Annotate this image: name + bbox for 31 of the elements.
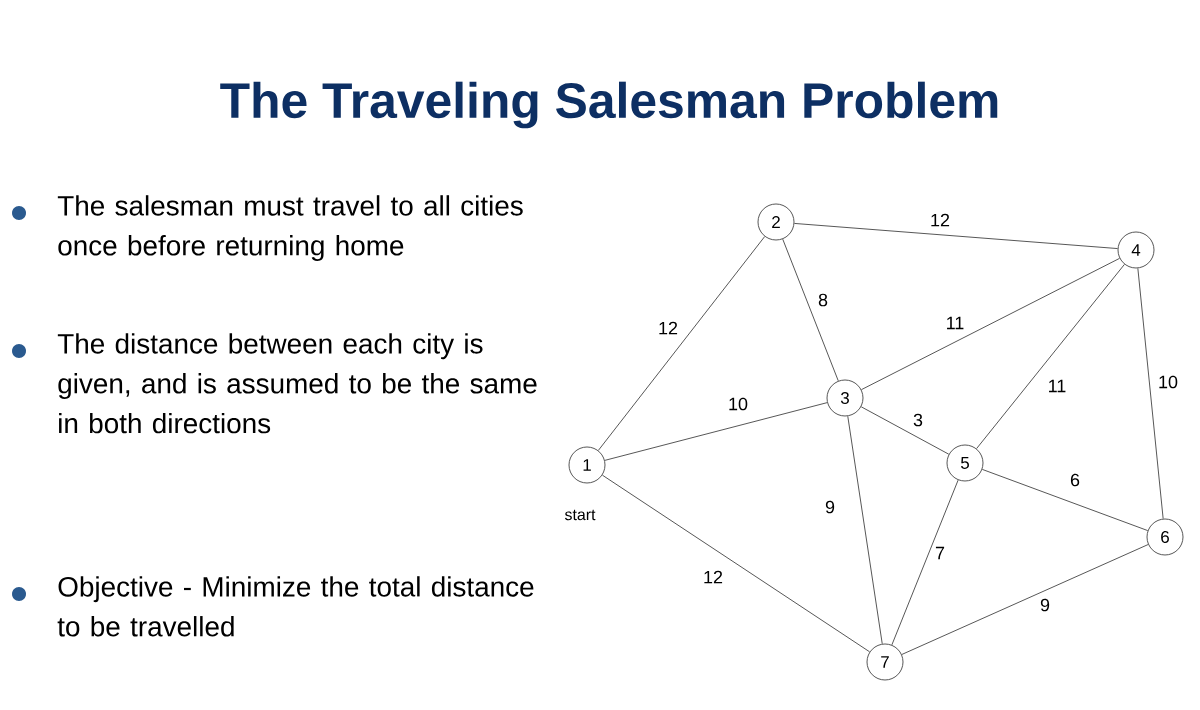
edge-line [793, 223, 1119, 249]
bullet-text: Objective - Minimize the total distance to be travelled [57, 576, 534, 637]
edge-line [847, 415, 883, 645]
edge-label: 11 [1049, 379, 1066, 393]
edge-label: 10 [1159, 375, 1178, 389]
bullet-text: The distance between each city is given, and is assumed to be the same in both directions [57, 333, 537, 434]
edge-line [891, 479, 959, 646]
edge-label: 9 [1040, 598, 1050, 612]
edge-label: 11 [947, 316, 964, 330]
edge-label: 8 [818, 293, 828, 307]
edge-line [597, 236, 766, 451]
node-caption: start [564, 509, 596, 521]
edge-line [1137, 267, 1164, 520]
edge-line [861, 257, 1120, 391]
edge-label: 3 [913, 413, 923, 427]
edge-line [860, 406, 950, 455]
edge-line [601, 474, 871, 653]
edge-line [981, 468, 1149, 532]
edge-label: 10 [729, 397, 748, 411]
bullet-text: The salesman must travel to all cities once before returning home [57, 195, 523, 262]
edge-label: 12 [704, 570, 723, 584]
edge-label: 9 [825, 500, 835, 514]
edge-line [976, 263, 1125, 450]
edge-line [901, 544, 1149, 655]
title: The Traveling Salesman Problem [220, 81, 998, 129]
edge-line [782, 238, 839, 382]
edge-label: 12 [931, 213, 950, 227]
edge-label: 7 [935, 546, 945, 560]
edge-label: 12 [659, 321, 678, 335]
edge-label: 6 [1070, 473, 1080, 487]
edge-line [604, 402, 828, 461]
